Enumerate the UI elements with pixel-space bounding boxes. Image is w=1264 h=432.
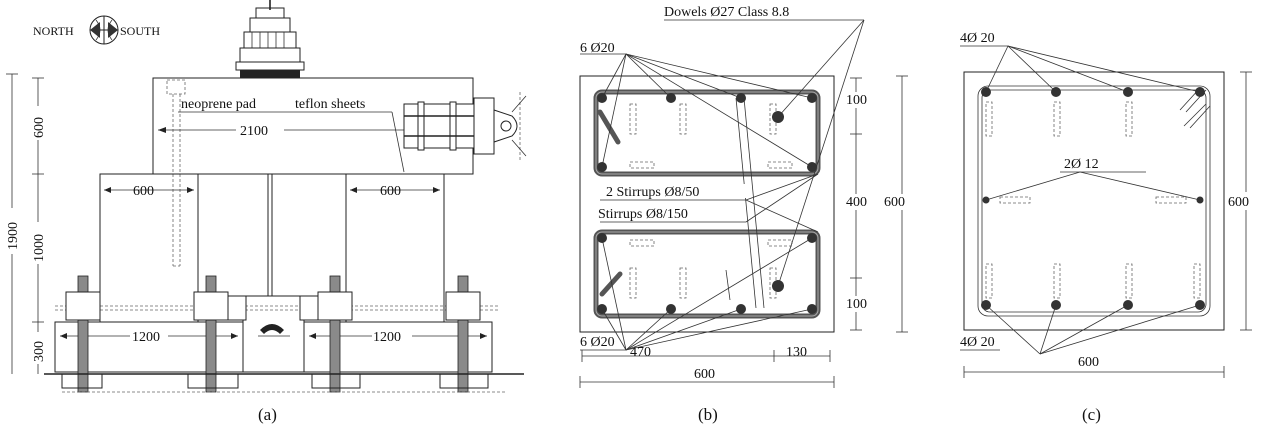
- dim-1000: 1000: [32, 234, 47, 262]
- bottom-bars-label-c: 4Ø 20: [960, 335, 995, 350]
- dim-col-left: 600: [133, 184, 154, 199]
- dim-100-top: 100: [846, 93, 867, 108]
- dim-col-right: 600: [380, 184, 401, 199]
- dim-600-bottom-b: 600: [694, 367, 715, 382]
- dim-100-bottom: 100: [846, 297, 867, 312]
- section-c-outline: [963, 71, 1225, 331]
- caption-c: (c): [1082, 405, 1101, 424]
- compass-south-label: SOUTH: [120, 24, 160, 38]
- dim-base-right: 1200: [373, 330, 401, 345]
- dim-base-left: 1200: [132, 330, 160, 345]
- dim-130: 130: [786, 345, 807, 360]
- stirrups-label: Stirrups Ø8/150: [598, 207, 688, 222]
- top-bars-label-b: 6 Ø20: [580, 41, 615, 56]
- panel-b: 6 Ø20 Dowels Ø27 Class 8.8 2 Stirrups Ø8…: [579, 5, 912, 424]
- dim-2100: 2100: [240, 124, 268, 139]
- compass-north-label: NORTH: [33, 24, 74, 38]
- two-stirrups-label: 2 Stirrups Ø8/50: [606, 185, 699, 200]
- longitudinal-bars-b: [597, 93, 817, 314]
- top-bars-label-c: 4Ø 20: [960, 31, 995, 46]
- dim-600-bottom-c: 600: [1078, 355, 1099, 370]
- dim-600-beam: 600: [32, 117, 47, 138]
- mid-bars-label-c: 2Ø 12: [1064, 157, 1099, 172]
- section-b-outline: [579, 75, 835, 333]
- actuator: [235, 0, 305, 78]
- dim-470: 470: [630, 345, 651, 360]
- neoprene-pad-label: neoprene pad: [181, 97, 256, 112]
- caption-b: (b): [698, 405, 718, 424]
- longitudinal-bars-c: [981, 87, 1205, 310]
- dim-600-side-b: 600: [884, 195, 905, 210]
- caption-a: (a): [258, 405, 277, 424]
- teflon-sheets-label: teflon sheets: [295, 97, 365, 112]
- dim-400: 400: [846, 195, 867, 210]
- dim-1900: 1900: [6, 222, 21, 250]
- dowels-label: Dowels Ø27 Class 8.8: [664, 5, 789, 20]
- bottom-bars-label-b: 6 Ø20: [580, 335, 615, 350]
- dim-600-side-c: 600: [1228, 195, 1249, 210]
- lateral-connection: [403, 92, 527, 162]
- panel-c: 4Ø 20 2Ø 12 4Ø 20 600 600 (c): [960, 31, 1258, 424]
- dim-300: 300: [32, 341, 47, 362]
- compass-icon: [89, 15, 119, 45]
- panel-a: NORTH SOUTH neoprene pad teflon sheets: [4, 0, 527, 424]
